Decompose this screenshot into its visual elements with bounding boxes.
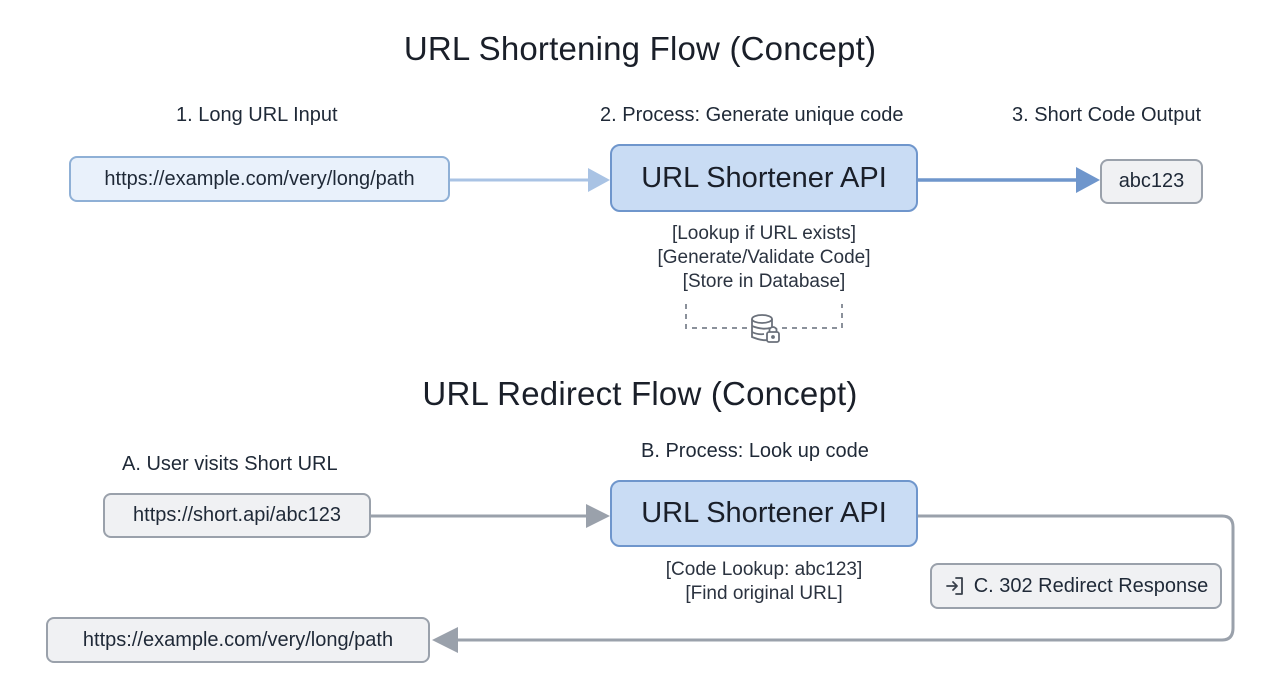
note-lookup: [Lookup if URL exists] <box>671 223 857 244</box>
redirect-response-box: C. 302 Redirect Response <box>930 563 1222 609</box>
url-shortener-api-box: URL Shortener API <box>610 144 918 212</box>
redirect-enter-icon <box>945 577 963 595</box>
step3-label: 3. Short Code Output <box>1012 104 1202 126</box>
stepB-label: B. Process: Look up code <box>641 440 869 462</box>
shortening-process-notes: [Lookup if URL exists] [Generate/Validat… <box>610 222 918 294</box>
note-code-lookup: [Code Lookup: abc123] <box>665 559 863 580</box>
short-url-box: https://short.api/abc123 <box>103 493 371 538</box>
arrowhead-short-url-to-api <box>586 504 610 528</box>
step2-label: 2. Process: Generate unique code <box>600 104 904 126</box>
arrowhead-input-to-api <box>588 168 610 192</box>
redirect-response-text: C. 302 Redirect Response <box>973 574 1209 597</box>
final-url-text: https://example.com/very/long/path <box>82 628 394 651</box>
database-lock-icon <box>751 314 780 343</box>
redirect-process-notes: [Code Lookup: abc123] [Find original URL… <box>610 558 918 606</box>
shortening-flow-title: URL Shortening Flow (Concept) <box>403 30 877 67</box>
arrowhead-api-to-final-url <box>432 627 458 653</box>
short-code-output-box: abc123 <box>1100 159 1203 204</box>
redirect-flow-title: URL Redirect Flow (Concept) <box>422 375 858 412</box>
database-dashed-connector <box>685 304 843 329</box>
long-url-text: https://example.com/very/long/path <box>104 167 415 190</box>
api-label: URL Shortener API <box>641 161 887 194</box>
long-url-input-box: https://example.com/very/long/path <box>69 156 450 202</box>
final-url-box: https://example.com/very/long/path <box>46 617 430 663</box>
api-label-redirect: URL Shortener API <box>641 497 887 529</box>
note-store: [Store in Database] <box>682 271 846 292</box>
step1-label: 1. Long URL Input <box>176 104 338 126</box>
note-find-original: [Find original URL] <box>685 583 843 604</box>
short-code-text: abc123 <box>1118 170 1185 192</box>
stepA-label: A. User visits Short URL <box>122 453 338 475</box>
note-generate: [Generate/Validate Code] <box>657 247 871 268</box>
short-url-text: https://short.api/abc123 <box>133 504 341 526</box>
arrowhead-api-to-output <box>1076 167 1100 193</box>
url-shortener-api-box-redirect: URL Shortener API <box>610 480 918 547</box>
arrow-api-to-final-url <box>456 514 1235 642</box>
